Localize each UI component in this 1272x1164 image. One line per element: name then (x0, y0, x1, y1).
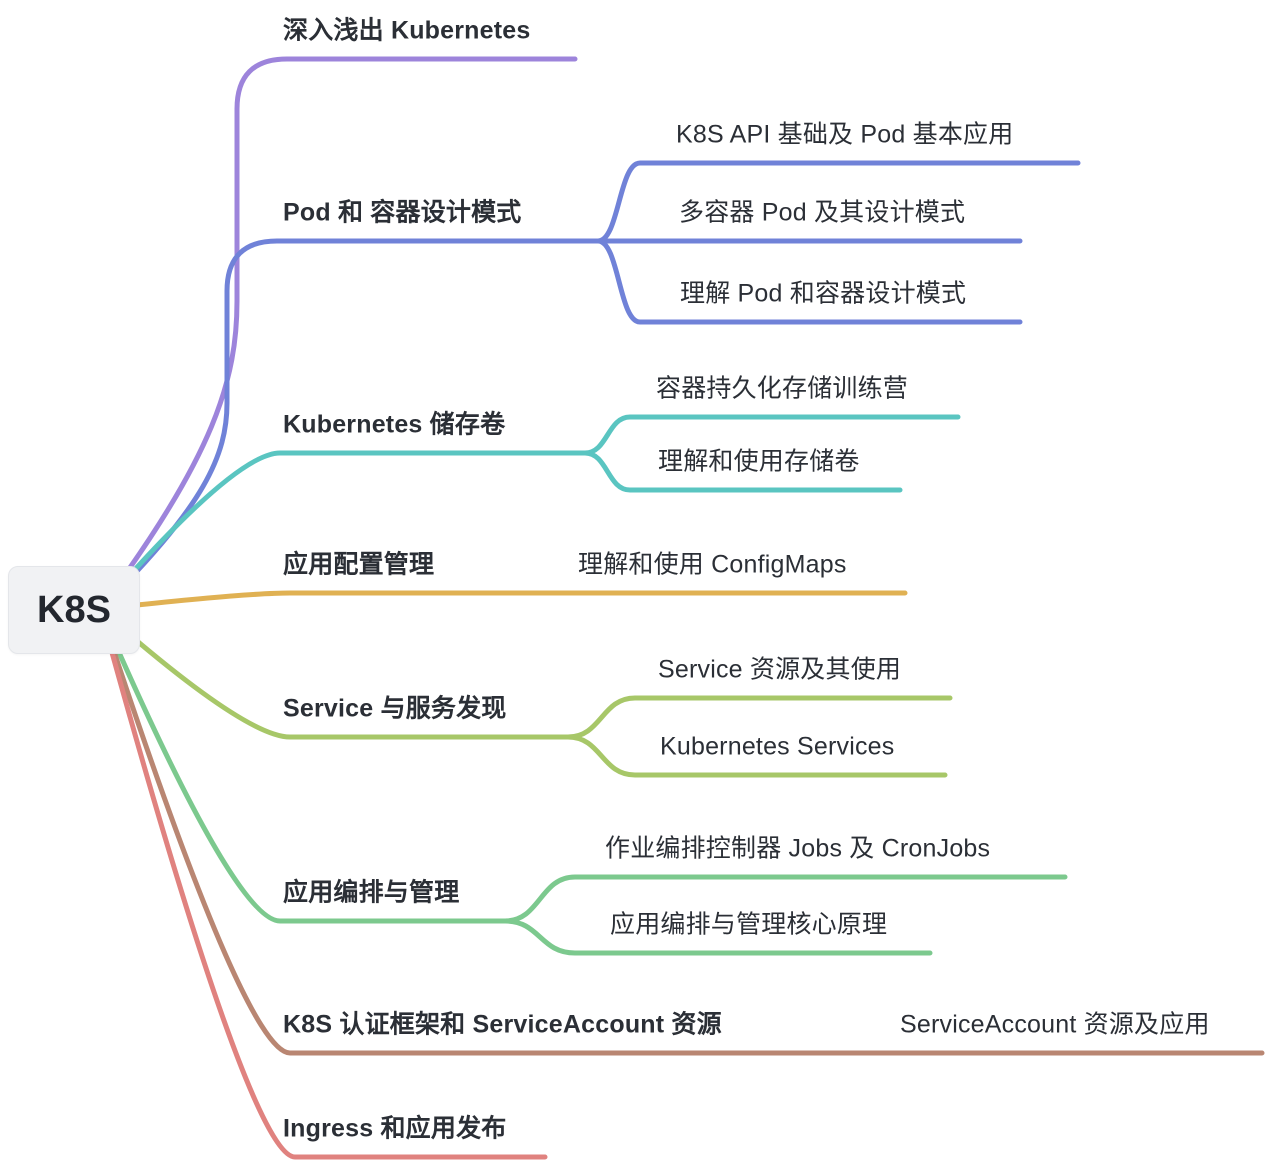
root-node[interactable]: K8S (8, 566, 140, 654)
topic-label-service-and-service-discovery[interactable]: Service 与服务发现 (283, 694, 507, 723)
topic-label-job-controllers-jobs-and-cronjobs[interactable]: 作业编排控制器 Jobs 及 CronJobs (605, 834, 991, 863)
branch-line (502, 874, 1068, 924)
topic-label-pod-and-container-design-patterns[interactable]: Pod 和 容器设计模式 (283, 198, 522, 227)
branch-line (97, 450, 588, 612)
topic-label-multi-container-pod-design-patterns[interactable]: 多容器 Pod 及其设计模式 (679, 198, 966, 227)
topic-label-service-resources-and-usage[interactable]: Service 资源及其使用 (658, 655, 902, 684)
topic-label-understand-and-use-volumes[interactable]: 理解和使用存储卷 (658, 447, 860, 476)
topic-label-kubernetes-volumes[interactable]: Kubernetes 储存卷 (283, 410, 506, 439)
root-node-label: K8S (37, 588, 111, 631)
branch-line (97, 56, 578, 612)
topic-label-container-persistent-storage-camp[interactable]: 容器持久化存储训练营 (656, 374, 909, 403)
topic-label-kubernetes-services[interactable]: Kubernetes Services (660, 732, 895, 761)
branch-line (97, 606, 1265, 1056)
branch-line (595, 238, 1023, 325)
topic-label-serviceaccount-resources-and-apps[interactable]: ServiceAccount 资源及应用 (900, 1010, 1210, 1039)
branch-line (595, 160, 1081, 244)
topic-label-understand-and-use-configmaps[interactable]: 理解和使用 ConfigMaps (578, 550, 847, 579)
topic-label-app-config-management[interactable]: 应用配置管理 (283, 550, 435, 579)
branch-line (502, 918, 933, 956)
topic-label-orchestration-core-principles[interactable]: 应用编排与管理核心原理 (610, 910, 888, 939)
branch-line (97, 606, 508, 924)
topic-label-app-orchestration-and-management[interactable]: 应用编排与管理 (283, 878, 460, 907)
branch-line (565, 695, 953, 740)
topic-label-understand-pod-container-design-patterns[interactable]: 理解 Pod 和容器设计模式 (680, 279, 967, 308)
branch-line (565, 734, 948, 778)
topic-label-ingress-and-app-publishing[interactable]: Ingress 和应用发布 (283, 1114, 507, 1143)
branch-line (97, 606, 548, 1160)
topic-label-deep-dive-kubernetes[interactable]: 深入浅出 Kubernetes (283, 16, 531, 45)
branch-line (582, 450, 903, 493)
branch-line (97, 590, 908, 612)
topic-label-k8s-auth-framework-and-serviceaccount[interactable]: K8S 认证框架和 ServiceAccount 资源 (283, 1010, 722, 1039)
topic-label-k8s-api-basics-and-pod-basic-usage[interactable]: K8S API 基础及 Pod 基本应用 (676, 120, 1014, 149)
